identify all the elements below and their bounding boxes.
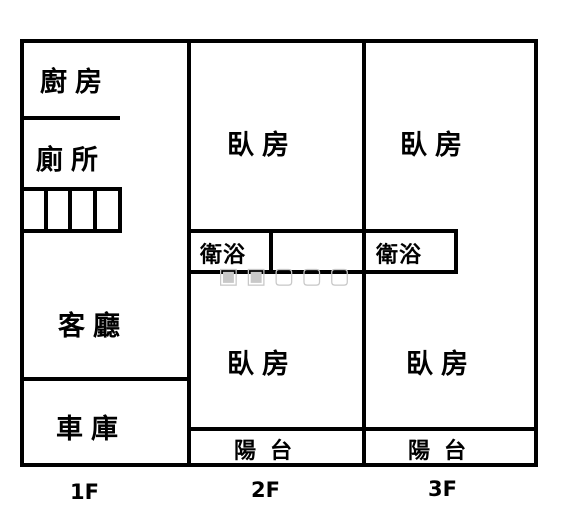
bathroom-3f-box bbox=[362, 229, 458, 274]
room-label-bedroom-3f-upper: 臥房 bbox=[400, 130, 470, 161]
staircase bbox=[20, 187, 122, 233]
room-label-kitchen: 廚房 bbox=[40, 66, 110, 98]
room-label-bathroom-3f: 衛浴 bbox=[375, 242, 422, 268]
floor-label-1f: 1F bbox=[70, 480, 99, 504]
floor-label-2f: 2F bbox=[251, 478, 280, 502]
room-label-living-room: 客廳 bbox=[58, 310, 128, 342]
watermark: ▣ ▣ ▢ ▢ ▢ bbox=[218, 264, 350, 289]
floor-label-3f: 3F bbox=[428, 477, 457, 501]
room-label-bathroom-2f: 衛浴 bbox=[199, 242, 246, 268]
outer-wall bbox=[20, 39, 538, 467]
room-label-bedroom-2f-upper: 臥房 bbox=[227, 130, 297, 161]
room-label-toilet: 廁所 bbox=[36, 144, 106, 176]
room-label-balcony-3f: 陽台 bbox=[408, 438, 480, 464]
room-label-garage: 車庫 bbox=[56, 414, 126, 445]
room-label-bedroom-2f-lower: 臥房 bbox=[227, 349, 297, 380]
room-label-bedroom-3f-lower: 臥房 bbox=[406, 349, 476, 380]
room-label-balcony-2f: 陽台 bbox=[234, 438, 306, 464]
